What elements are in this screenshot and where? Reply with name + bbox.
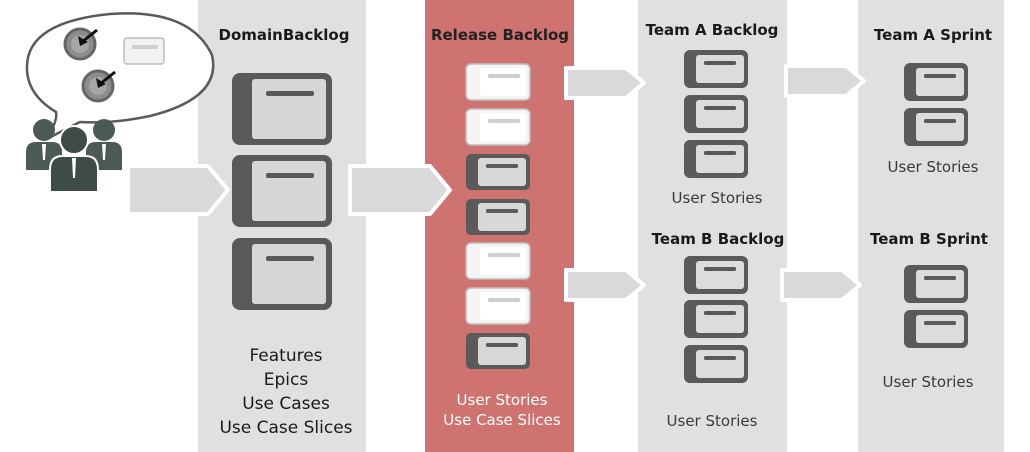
backlog-card-icon <box>684 300 748 338</box>
backlog-card-icon <box>684 345 748 383</box>
arrow-right-icon <box>348 164 452 216</box>
team-b-sprint-title: Team B Sprint <box>870 230 988 248</box>
backlog-card-icon <box>684 140 748 178</box>
arrow-right-icon <box>126 164 230 216</box>
backlog-card-icon <box>123 37 165 65</box>
release-item: User Stories <box>457 391 548 409</box>
team-a-sprint-title: Team A Sprint <box>874 26 992 44</box>
backlog-card-icon <box>232 73 332 145</box>
target-icon <box>81 69 116 103</box>
backlog-card-icon <box>232 155 332 227</box>
backlog-card-icon <box>466 333 530 369</box>
backlog-card-icon <box>466 154 530 190</box>
team-a-backlog-title: Team A Backlog <box>646 21 779 39</box>
backlog-card-icon <box>465 242 531 280</box>
domain-item: Features <box>249 346 322 366</box>
backlog-card-icon <box>684 95 748 133</box>
arrow-right-icon <box>564 268 646 302</box>
backlog-card-icon <box>904 63 968 101</box>
team-a-backlog-label: User Stories <box>672 189 763 207</box>
backlog-card-icon <box>684 50 748 88</box>
backlog-card-icon <box>904 310 968 348</box>
arrow-right-icon <box>780 268 862 302</box>
backlog-card-icon <box>466 199 530 235</box>
domain-backlog-title: DomainBacklog <box>219 26 350 44</box>
backlog-card-icon <box>904 108 968 146</box>
stakeholders-icon <box>26 119 122 193</box>
release-backlog-title: Release Backlog <box>431 26 569 44</box>
backlog-card-icon <box>465 63 531 101</box>
backlog-card-icon <box>465 108 531 146</box>
backlog-card-icon <box>465 287 531 325</box>
thought-bubble-icon <box>25 12 215 142</box>
backlog-card-icon <box>904 265 968 303</box>
backlog-card-icon <box>232 238 332 310</box>
backlog-card-icon <box>684 256 748 294</box>
arrow-right-icon <box>564 66 646 100</box>
team-a-sprint-label: User Stories <box>888 158 979 176</box>
release-item: Use Case Slices <box>443 411 561 429</box>
target-icon <box>63 27 98 61</box>
team-b-backlog-title: Team B Backlog <box>652 230 785 248</box>
domain-item: Use Case Slices <box>219 418 352 438</box>
arrow-right-icon <box>784 64 866 98</box>
domain-item: Epics <box>264 370 309 390</box>
team-b-sprint-label: User Stories <box>883 373 974 391</box>
team-b-backlog-label: User Stories <box>667 412 758 430</box>
domain-item: Use Cases <box>242 394 330 414</box>
